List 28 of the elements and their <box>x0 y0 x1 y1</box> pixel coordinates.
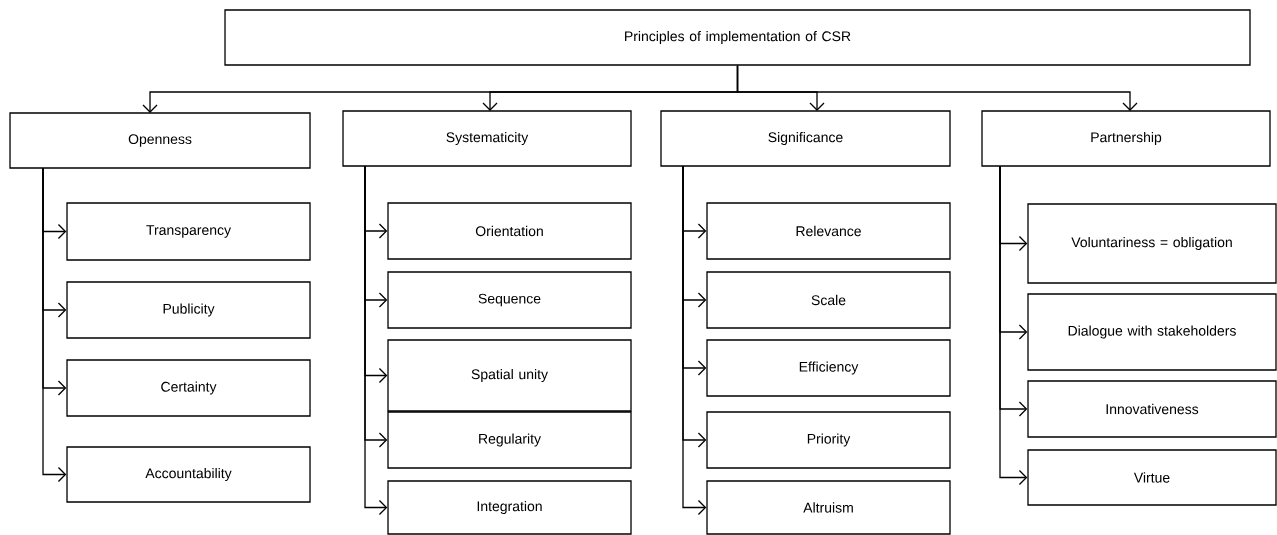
principle-box: Innovativeness <box>1027 380 1277 438</box>
principle-box: Orientation <box>387 202 632 260</box>
category-box: Openness <box>9 112 311 169</box>
principle-box: Sequence <box>387 271 632 329</box>
arrow <box>736 65 1138 111</box>
category-box: Partnership <box>981 110 1271 167</box>
principle-box: Efficiency <box>706 339 951 397</box>
arrow <box>42 167 67 483</box>
principle-box: Integration <box>387 480 632 535</box>
arrow <box>364 165 388 516</box>
principle-box: Regularity <box>387 411 632 469</box>
principle-box: Transparency <box>66 202 311 261</box>
arrow <box>999 165 1028 486</box>
principle-box: Publicity <box>66 281 311 339</box>
category-box: Systematicity <box>342 110 632 167</box>
principle-box: Voluntariness = obligation <box>1027 203 1277 284</box>
principle-box: Altruism <box>706 480 951 535</box>
principle-box: Dialogue with stakeholders <box>1027 293 1277 371</box>
principle-box: Priority <box>706 411 951 469</box>
principle-box: Virtue <box>1027 449 1277 506</box>
principle-box: Spatial unity <box>387 339 632 412</box>
principle-box: Relevance <box>706 202 951 260</box>
title-box: Principles of implementation of CSR <box>224 9 1251 66</box>
principle-box: Scale <box>706 271 951 329</box>
principle-box: Accountability <box>66 446 311 503</box>
principle-box: Certainty <box>66 359 311 417</box>
arrow <box>682 165 707 516</box>
category-box: Significance <box>660 110 951 167</box>
